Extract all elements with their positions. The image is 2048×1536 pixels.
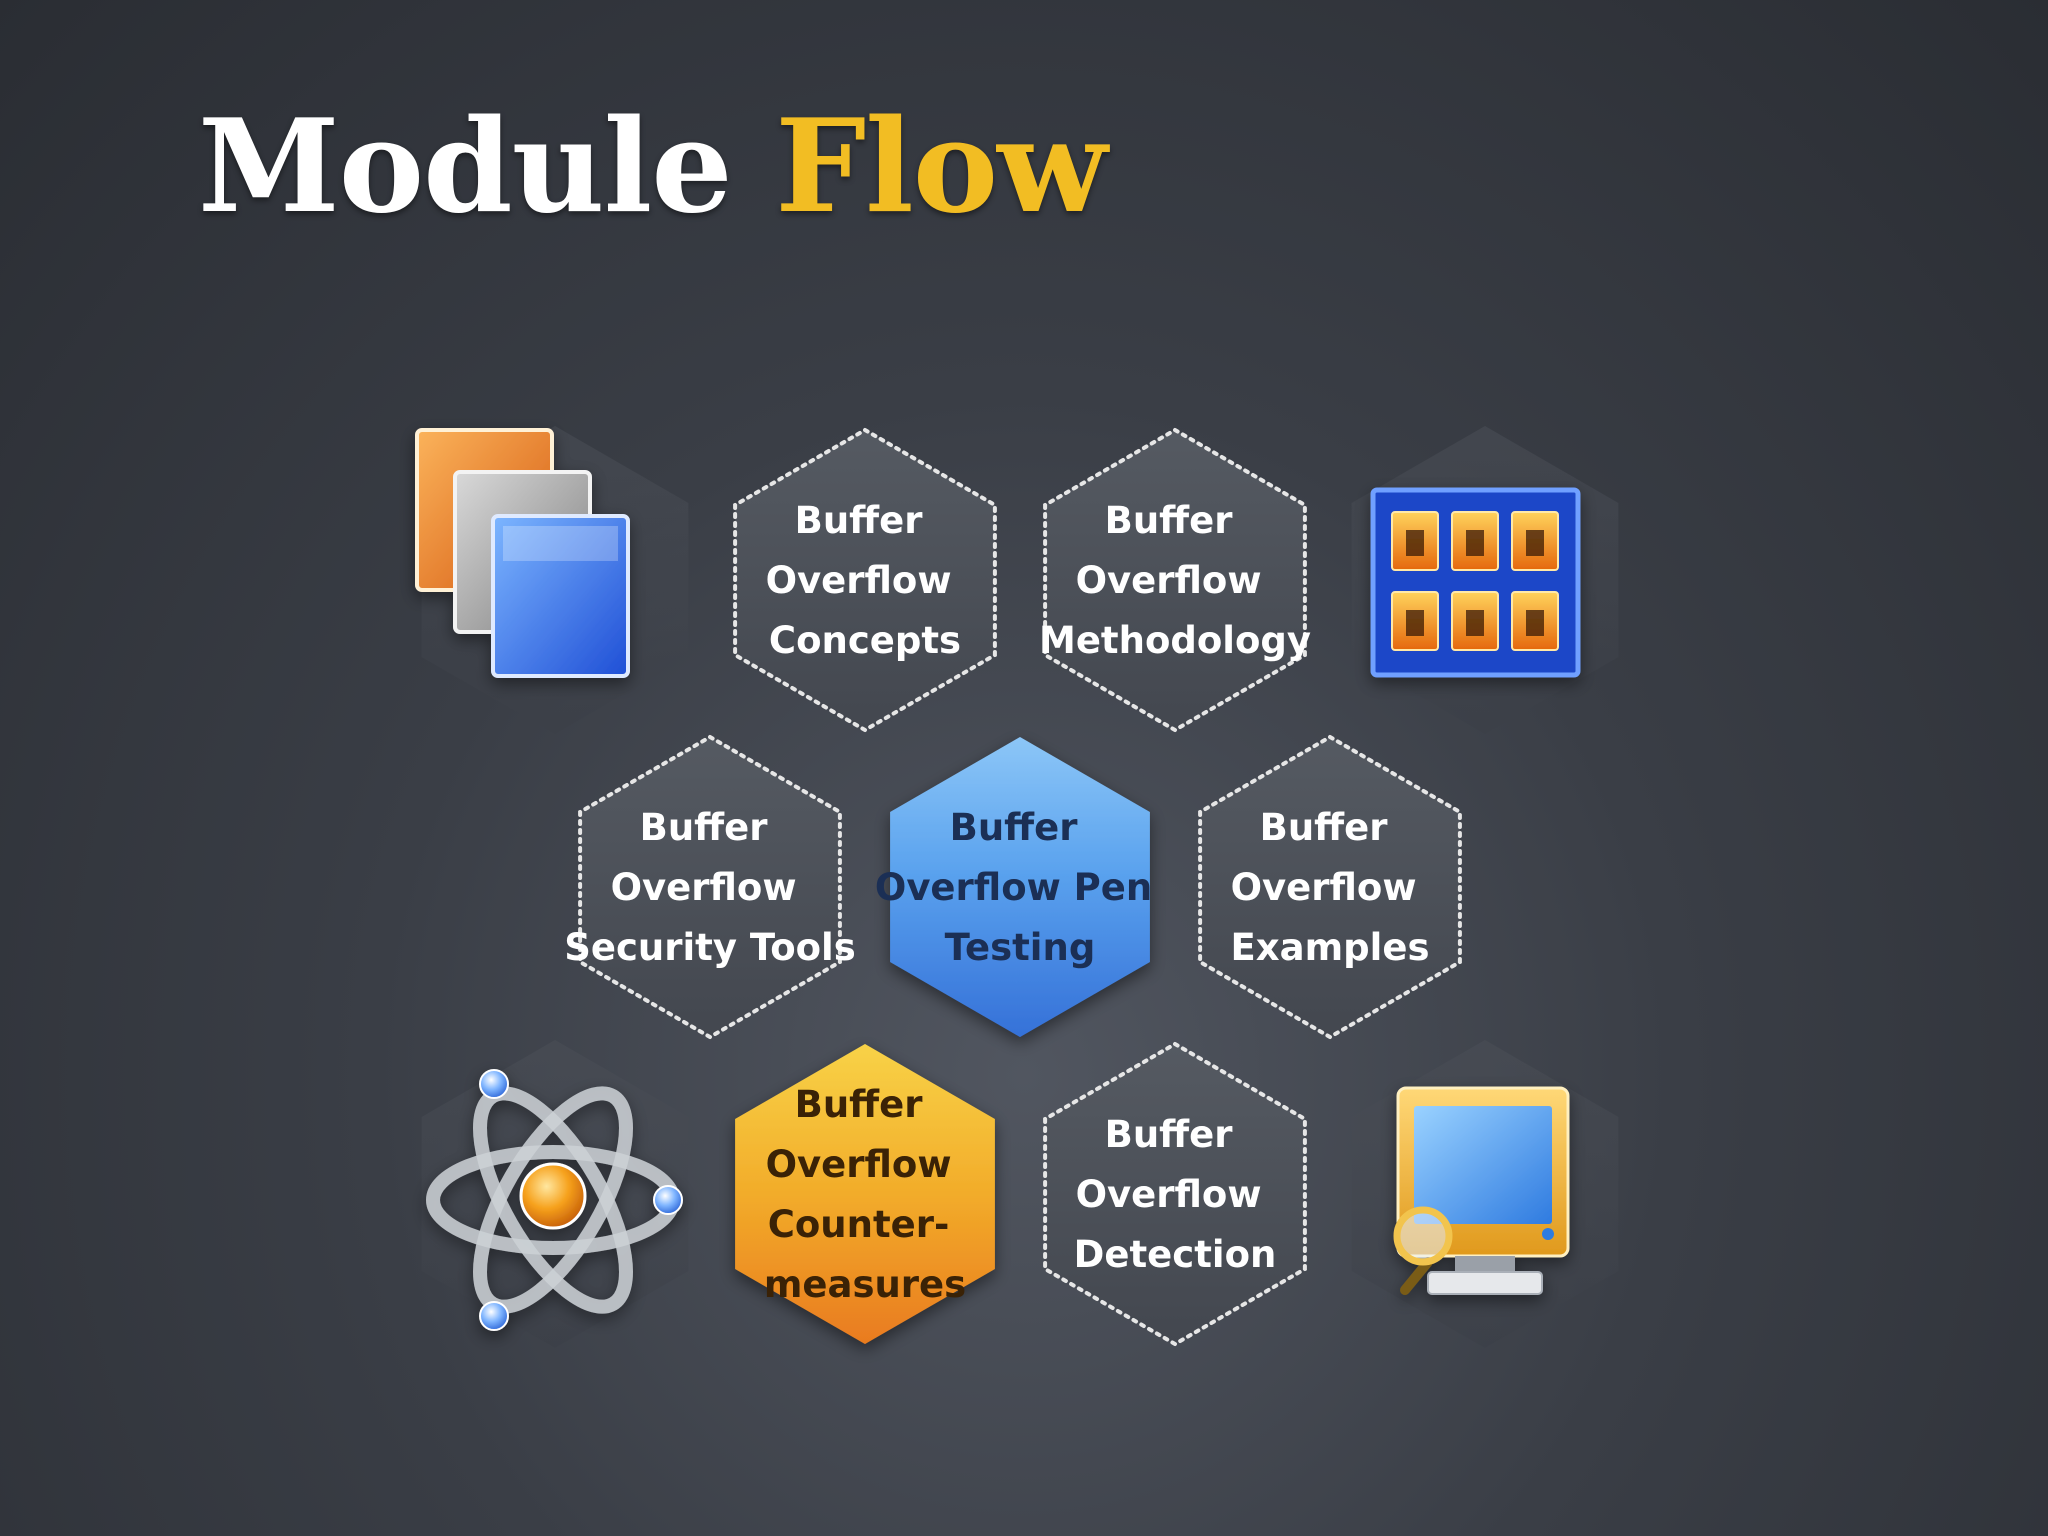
hexagon-shape bbox=[733, 427, 997, 733]
hex-pen-testing[interactable]: Buffer Overflow Pen Testing bbox=[875, 737, 1165, 1037]
hex-label-line: Buffer bbox=[795, 1083, 924, 1126]
documents-stack-icon bbox=[415, 428, 630, 678]
hexagon-shape bbox=[1198, 734, 1462, 1040]
title-flow: Flow bbox=[775, 92, 1107, 242]
hex-label-line: Overflow bbox=[1076, 1173, 1262, 1216]
hex-label-line: Concepts bbox=[769, 619, 961, 662]
hexagon-shape bbox=[1043, 427, 1307, 733]
grid-tile-shade bbox=[1406, 610, 1424, 636]
hex-label: Buffer Overflow Examples bbox=[1231, 806, 1430, 969]
hexagon-shape bbox=[1043, 1041, 1307, 1347]
hex-label-line: Buffer bbox=[1260, 806, 1389, 849]
module-hexagons: Buffer Overflow Concepts Buffer Overflow… bbox=[564, 427, 1462, 1347]
hex-label-line: Testing bbox=[945, 926, 1096, 969]
hex-label-line: measures bbox=[764, 1263, 966, 1306]
window-grid-icon bbox=[1370, 487, 1581, 678]
hex-label-line: Overflow bbox=[611, 866, 797, 909]
hex-label-line: Security Tools bbox=[564, 926, 856, 969]
hex-label: Buffer Overflow Security Tools bbox=[564, 806, 856, 969]
hex-security-tools[interactable]: Buffer Overflow Security Tools bbox=[564, 734, 856, 1040]
hexagon-shape bbox=[735, 1044, 995, 1344]
hex-label-line: Detection bbox=[1074, 1233, 1277, 1276]
atom-icon bbox=[426, 1069, 683, 1331]
hex-label-line: Methodology bbox=[1039, 619, 1311, 662]
hex-label-line: Overflow bbox=[1076, 559, 1262, 602]
hex-label-line: Overflow bbox=[766, 559, 952, 602]
hex-detection[interactable]: Buffer Overflow Detection bbox=[1043, 1041, 1307, 1347]
hex-label-line: Overflow bbox=[766, 1143, 952, 1186]
hex-label-line: Buffer bbox=[1105, 499, 1234, 542]
grid-tile-shade bbox=[1466, 530, 1484, 556]
hex-label: Buffer Overflow Pen Testing bbox=[875, 806, 1165, 969]
hex-label-line: Buffer bbox=[640, 806, 769, 849]
page-title: Module Flow bbox=[198, 92, 1107, 242]
hex-countermeasures[interactable]: Buffer Overflow Counter- measures bbox=[735, 1044, 995, 1344]
hex-label-line: Buffer bbox=[950, 806, 1079, 849]
grid-tile-shade bbox=[1526, 610, 1544, 636]
hex-label: Buffer Overflow Detection bbox=[1074, 1113, 1277, 1276]
hex-label-line: Overflow Pen bbox=[875, 866, 1152, 909]
hex-label-line: Buffer bbox=[795, 499, 924, 542]
hex-label-line: Overflow bbox=[1231, 866, 1417, 909]
grid-tile-shade bbox=[1526, 530, 1544, 556]
hex-label-line: Examples bbox=[1231, 926, 1430, 969]
computer-monitor-icon bbox=[1393, 1086, 1570, 1295]
hex-methodology[interactable]: Buffer Overflow Methodology bbox=[1039, 427, 1311, 733]
hex-label-line: Counter- bbox=[768, 1203, 950, 1246]
title-module: Module bbox=[198, 92, 733, 242]
hex-label: Buffer Overflow Methodology bbox=[1039, 499, 1311, 662]
hex-label: Buffer Overflow Concepts bbox=[766, 499, 965, 662]
grid-tile-shade bbox=[1406, 530, 1424, 556]
hex-label: Buffer Overflow Counter- measures bbox=[764, 1083, 966, 1306]
hex-concepts[interactable]: Buffer Overflow Concepts bbox=[733, 427, 997, 733]
hexagon-shape bbox=[578, 734, 842, 1040]
grid-tile-shade bbox=[1466, 610, 1484, 636]
hexagon-shape bbox=[890, 737, 1150, 1037]
hex-label-line: Buffer bbox=[1105, 1113, 1234, 1156]
hex-examples[interactable]: Buffer Overflow Examples bbox=[1198, 734, 1462, 1040]
